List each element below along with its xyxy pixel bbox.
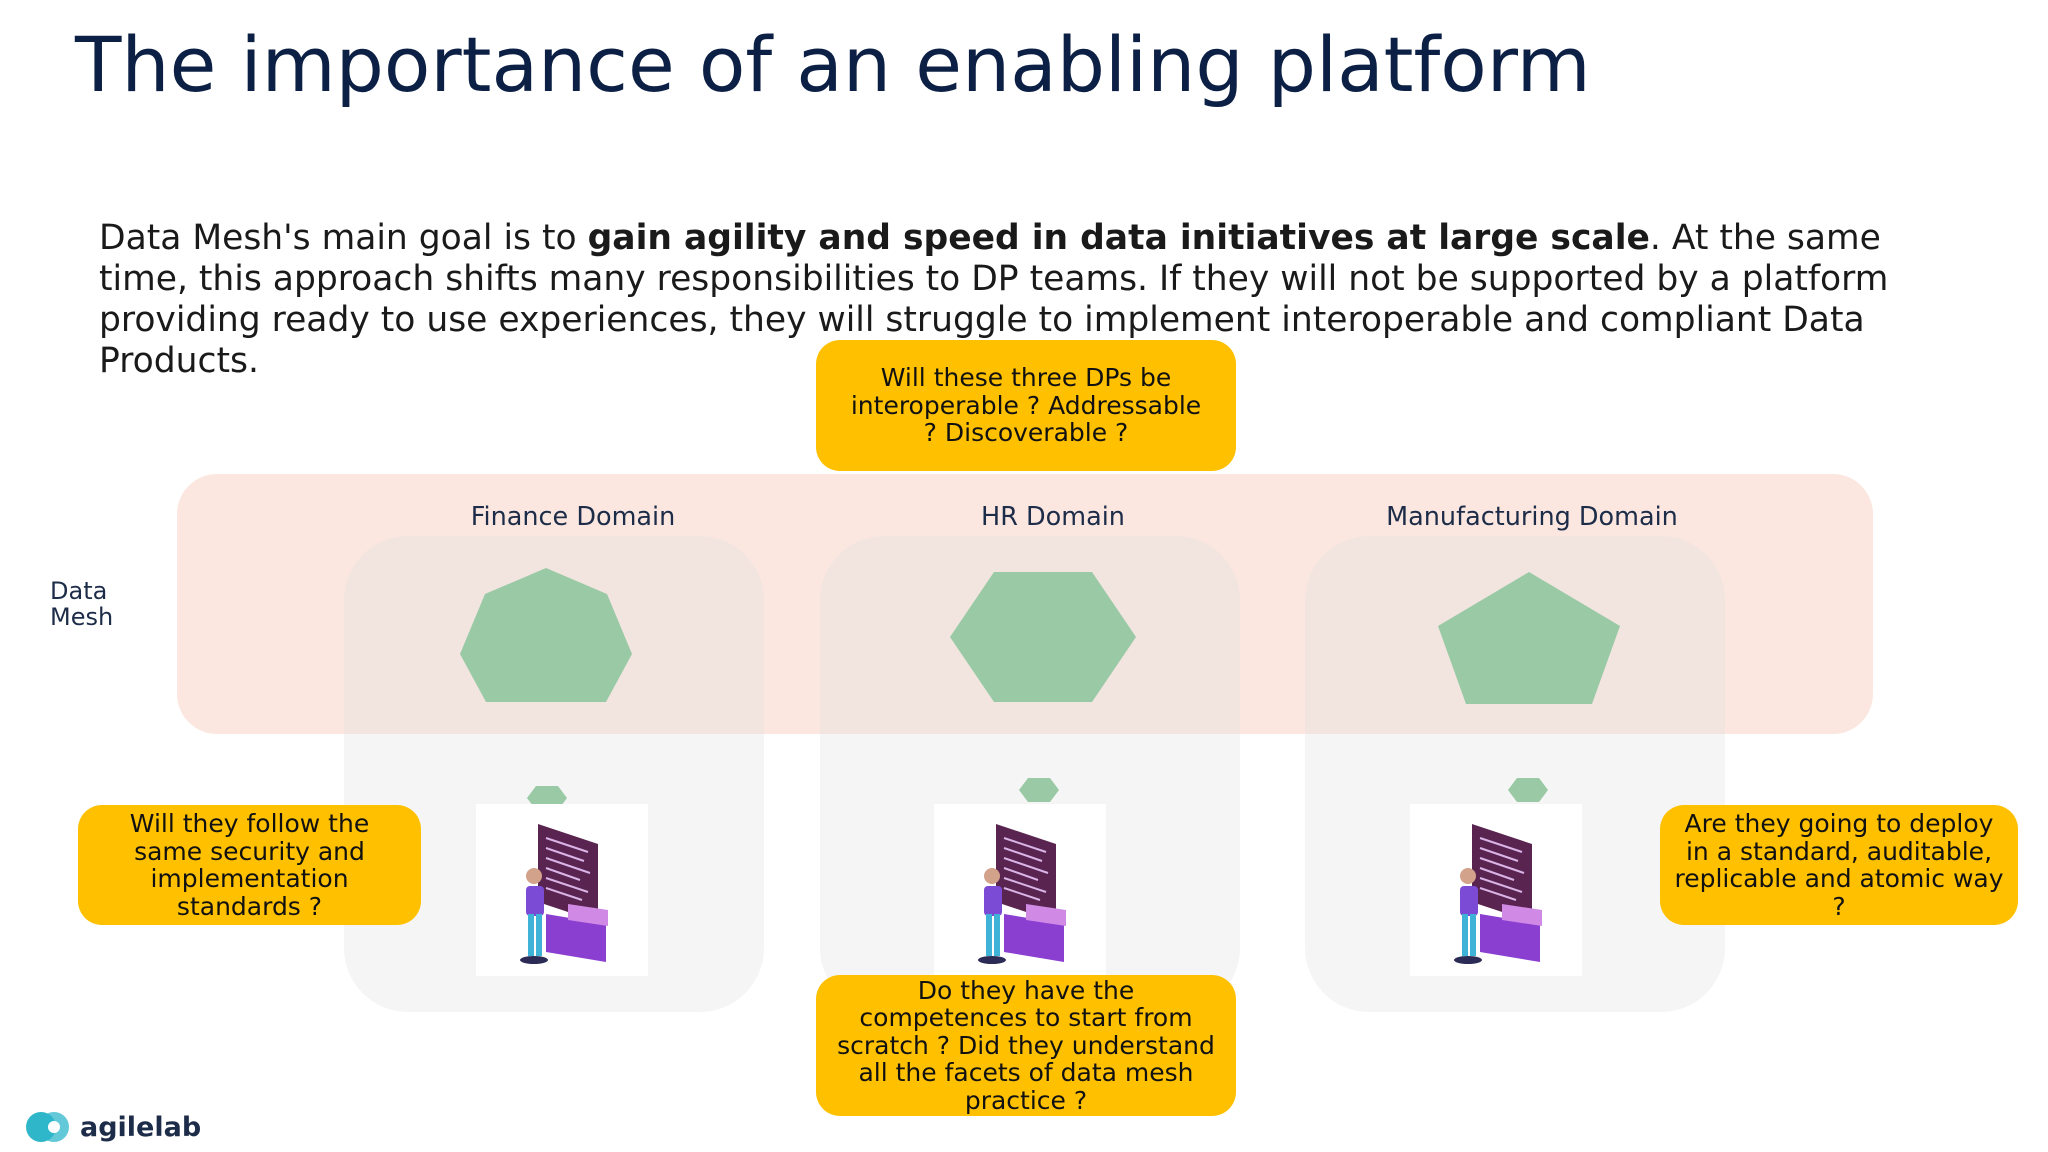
intro-text-before: Data Mesh's main goal is to <box>99 218 588 258</box>
agilelab-logo: agilelab <box>24 1110 201 1144</box>
pentagon-data-product-icon <box>1438 572 1620 704</box>
callout-deployment: Are they going to deploy in a standard, … <box>1660 805 2018 925</box>
small-hexagon-icon <box>1508 778 1548 802</box>
developer-illustration <box>934 804 1106 976</box>
developer-illustration <box>1410 804 1582 976</box>
manufacturing-domain-title: Manufacturing Domain <box>1386 502 1678 532</box>
intro-text-bold: gain agility and speed in data initiativ… <box>587 218 1650 258</box>
data-mesh-label: Data Mesh <box>50 577 114 631</box>
developer-illustration <box>476 804 648 976</box>
heptagon-data-product-icon <box>460 568 632 702</box>
finance-domain-title: Finance Domain <box>470 502 676 532</box>
logo-text: agilelab <box>80 1111 202 1143</box>
intro-text-after: . At the same time, this approach shifts… <box>99 218 1889 381</box>
hexagon-data-product-icon <box>950 572 1136 702</box>
agilelab-logo-icon <box>26 1112 69 1142</box>
developer-at-desk-icon <box>520 824 608 964</box>
hr-domain-title: HR Domain <box>981 502 1125 532</box>
callout-competences: Do they have the competences to start fr… <box>816 975 1236 1116</box>
small-hexagon-icon <box>1019 778 1059 802</box>
callout-interoperability: Will these three DPs be interoperable ? … <box>816 340 1236 471</box>
intro-paragraph: Data Mesh's main goal is to gain agility… <box>99 218 1979 382</box>
callout-security-standards: Will they follow the same security and i… <box>78 805 421 925</box>
developer-at-desk-icon <box>978 824 1066 964</box>
slide-title: The importance of an enabling platform <box>75 20 1591 109</box>
developer-at-desk-icon <box>1454 824 1542 964</box>
